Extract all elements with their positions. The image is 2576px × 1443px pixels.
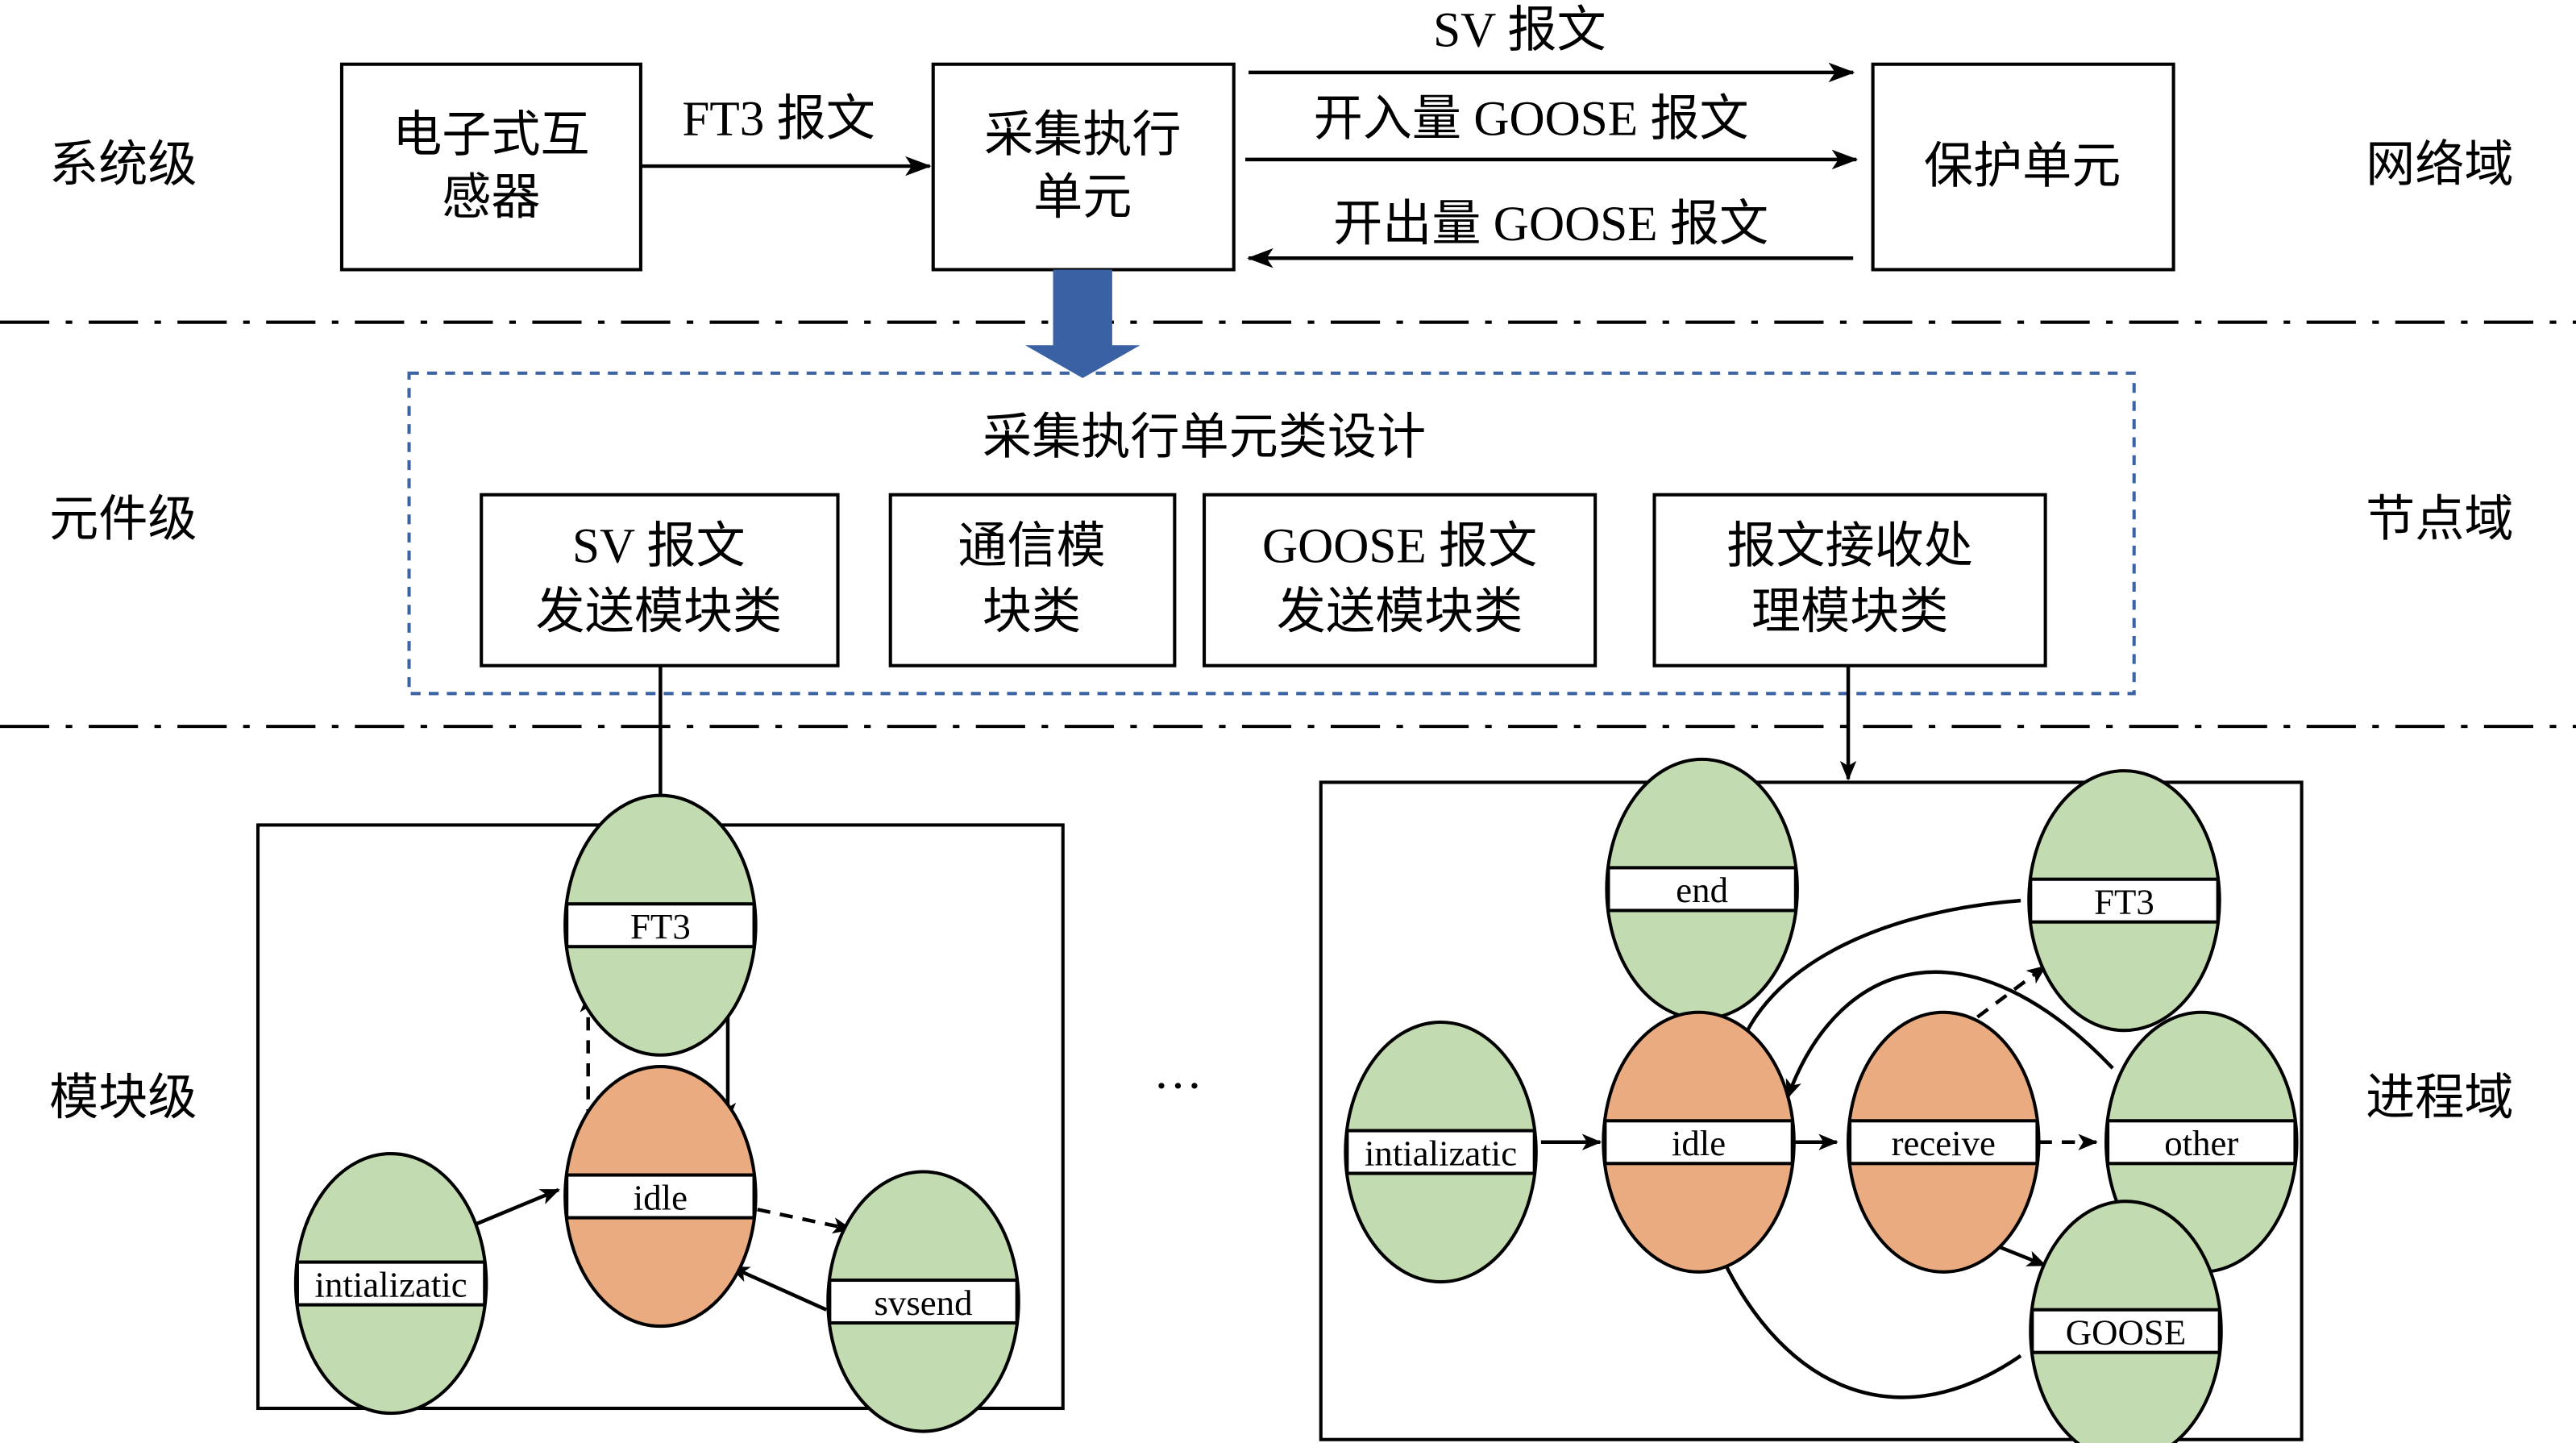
goose-in-message-label: 开入量 GOOSE 报文: [1314, 92, 1749, 146]
edge-svsend-to-idle: [729, 1265, 828, 1312]
level-label-system: 系统级: [49, 138, 197, 192]
protection-unit-label: 保护单元: [1924, 139, 2121, 193]
domain-label-network: 网络域: [2366, 138, 2513, 192]
sensor-box: 电子式互 感器: [339, 62, 642, 272]
class-sv-sender-line1: SV 报文: [572, 519, 746, 573]
sv-message-label: SV 报文: [1433, 3, 1606, 57]
state-svsend: svsend: [826, 1170, 1020, 1433]
level-label-module: 模块级: [49, 1071, 197, 1125]
expand-down-arrow-icon: [1024, 269, 1141, 379]
class-sv-sender-line2: 发送模块类: [536, 585, 783, 639]
sensor-label-line1: 电子式互: [393, 109, 590, 163]
state-label-svsend: svsend: [874, 1283, 972, 1323]
edge-idle-to-svsend: [757, 1208, 853, 1234]
merging-unit-label-line1: 采集执行: [984, 109, 1182, 163]
domain-label-node: 节点域: [2366, 493, 2513, 547]
state-ft3: FT3: [563, 793, 758, 1057]
state-idle: idle: [563, 1064, 758, 1329]
state-label-init: intializatic: [315, 1264, 467, 1304]
state-label-init: intializatic: [1365, 1133, 1517, 1173]
state-label-goose: GOOSE: [2066, 1312, 2186, 1353]
state-init: intializatic: [1344, 1020, 1538, 1284]
edge-other-to-idle: [1785, 970, 2114, 1100]
state-label-other: other: [2164, 1123, 2238, 1163]
state-label-receive: receive: [1892, 1123, 1996, 1163]
level-label-component: 元件级: [49, 493, 197, 547]
class-communication-line1: 通信模: [958, 519, 1105, 573]
state-label-ft3: FT3: [2094, 881, 2154, 921]
edge-goose-to-idle: [1713, 1241, 2022, 1399]
ft3-message-label: FT3 报文: [682, 92, 875, 146]
class-message-receiver-line1: 报文接收处: [1726, 519, 1973, 573]
merging-unit-label-line2: 单元: [1033, 171, 1132, 225]
edge-ft3-to-idle: [1736, 898, 2021, 1054]
domain-label-process: 进程域: [2366, 1071, 2513, 1125]
edge-init-to-idle: [471, 1187, 560, 1228]
class-box-sv-sender: SV 报文 发送模块类: [480, 493, 840, 667]
state-goose: GOOSE: [2029, 1200, 2223, 1443]
class-goose-sender-line2: 发送模块类: [1277, 585, 1523, 639]
class-communication-line2: 块类: [983, 585, 1081, 639]
more-modules-ellipsis: …: [1153, 1046, 1203, 1100]
goose-out-message-label: 开出量 GOOSE 报文: [1333, 198, 1768, 252]
state-receive: receive: [1847, 1010, 2041, 1274]
protection-unit-box: 保护单元: [1871, 62, 2175, 272]
state-label-ft3: FT3: [630, 906, 691, 946]
class-box-message-receiver: 报文接收处 理模块类: [1652, 493, 2047, 667]
class-message-receiver-line2: 理模块类: [1751, 585, 1949, 639]
class-box-goose-sender: GOOSE 报文 发送模块类: [1203, 493, 1598, 667]
state-init: intializatic: [293, 1152, 488, 1416]
state-label-idle: idle: [1672, 1123, 1726, 1163]
class-box-communication: 通信模 块类: [888, 493, 1177, 667]
class-design-group: [407, 371, 2136, 696]
merging-unit-box: 采集执行 单元: [931, 62, 1236, 272]
class-design-title: 采集执行单元类设计: [983, 411, 1426, 465]
state-end: end: [1605, 757, 1799, 1021]
state-idle: idle: [1602, 1010, 1796, 1274]
state-ft3: FT3: [2027, 769, 2221, 1033]
state-label-end: end: [1676, 870, 1728, 910]
state-label-idle: idle: [634, 1177, 688, 1217]
class-goose-sender-line1: GOOSE 报文: [1262, 519, 1537, 573]
sensor-label-line2: 感器: [442, 171, 540, 225]
